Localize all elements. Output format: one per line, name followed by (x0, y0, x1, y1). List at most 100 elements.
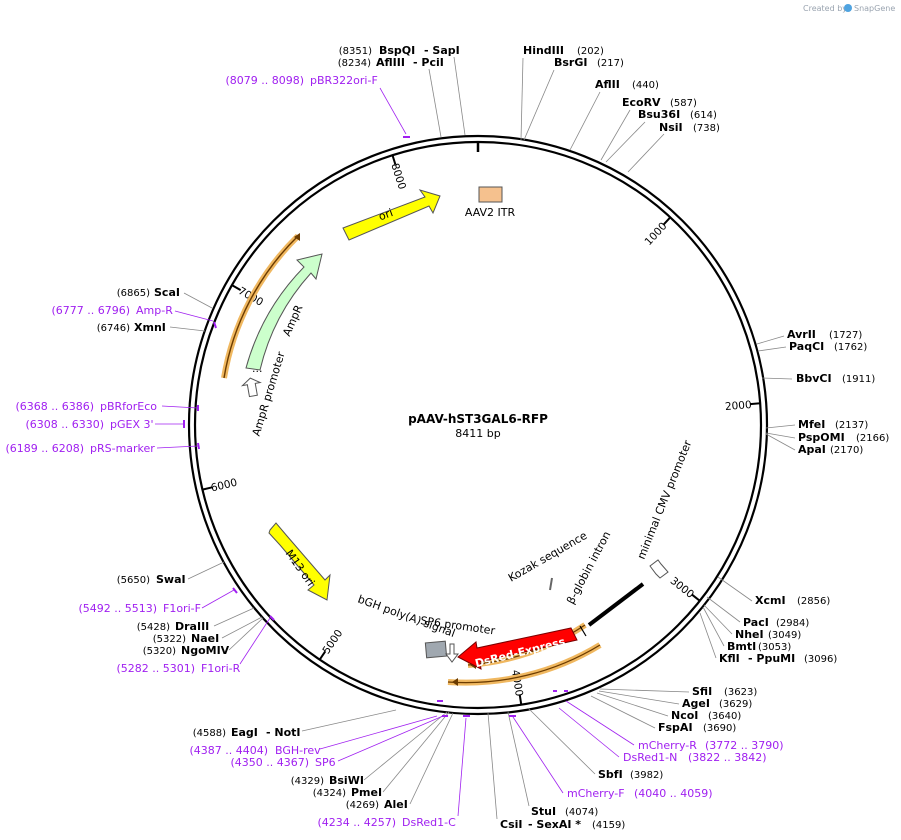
enzyme-leader (428, 68, 442, 138)
enzyme-pos: (614) (690, 110, 717, 121)
enzyme-name[interactable]: HindIII (523, 44, 564, 57)
enzyme-name[interactable]: BsrGI (554, 56, 587, 69)
enzyme-pos: (440) (632, 80, 659, 91)
enzyme-name[interactable]: AgeI (682, 697, 710, 710)
enzyme-leader (523, 69, 555, 141)
enzyme-name[interactable]: EcoRV (622, 96, 661, 109)
enzyme-name[interactable]: NcoI (671, 709, 698, 722)
tick-label: 8000 (388, 162, 408, 191)
credit-prefix: Created by (803, 4, 847, 13)
enzyme-name[interactable]: NaeI (191, 632, 219, 645)
tick-mark (518, 694, 523, 705)
enzyme-leader (627, 133, 665, 173)
enzyme-name[interactable]: BsiWI (329, 774, 364, 787)
enzyme-name[interactable]: FspAI (658, 721, 693, 734)
enzyme-extra[interactable]: - SexAI * (528, 818, 581, 831)
primer-name[interactable]: pBR322ori-F (310, 74, 378, 87)
primer-name[interactable]: DsRed1-N (623, 751, 677, 764)
enzyme-pos: (2170) (830, 445, 863, 456)
enzyme-name[interactable]: EagI (231, 726, 258, 739)
primer-leader (156, 445, 199, 449)
enzyme-name[interactable]: PspOMI (798, 431, 845, 444)
primer-name[interactable]: mCherry-F (567, 787, 625, 800)
enzyme-extra[interactable]: - PpuMI (748, 652, 795, 665)
enzyme-name[interactable]: AleI (384, 798, 408, 811)
tick-label: 5000 (320, 627, 345, 656)
enzyme-name[interactable]: BspQI (379, 44, 415, 57)
enzyme-name[interactable]: NheI (735, 628, 764, 641)
m13-ori-feature[interactable] (268, 522, 331, 601)
primer-name[interactable]: F1ori-F (163, 602, 201, 615)
enzyme-name[interactable]: PacI (743, 616, 769, 629)
primer-leader (457, 717, 467, 817)
kozak-feature[interactable] (549, 577, 553, 591)
primer-leader (558, 707, 620, 758)
primer-leader (337, 715, 444, 762)
tick-label: 2000 (725, 399, 753, 413)
tick-mark (662, 216, 672, 226)
primer-leader (161, 405, 199, 409)
enzyme-name[interactable]: KflI (719, 652, 740, 665)
tick-mark (231, 284, 242, 291)
minimal-cmv-promoter-feature[interactable] (649, 559, 669, 579)
enzyme-leader (409, 712, 454, 805)
enzyme-extra[interactable]: - PciI (413, 56, 444, 69)
enzyme-name[interactable]: BmtI (727, 640, 756, 653)
enzyme-leader (221, 616, 263, 639)
enzyme-name[interactable]: NsiI (659, 121, 683, 134)
enzyme-pos: (3629) (719, 699, 752, 710)
enzyme-name[interactable]: XmnI (134, 321, 166, 334)
tick-mark (691, 593, 701, 602)
enzyme-name[interactable]: ScaI (154, 286, 180, 299)
enzyme-leader (487, 712, 498, 820)
primer-name[interactable]: BGH-rev (275, 744, 321, 757)
enzyme-name[interactable]: PmeI (351, 786, 382, 799)
primer-name[interactable]: F1ori-R (201, 662, 241, 675)
primer-name[interactable]: mCherry-R (638, 739, 697, 752)
primer-mark (269, 615, 275, 621)
enzyme-pos: (1727) (829, 330, 862, 341)
enzyme-leader (757, 346, 787, 352)
ampr-feature[interactable] (245, 253, 323, 371)
dsred-express-feature[interactable] (457, 627, 578, 670)
enzyme-leader (520, 57, 524, 141)
enzyme-name[interactable]: Bsu36I (638, 108, 680, 121)
enzyme-name[interactable]: DraIII (175, 620, 209, 633)
enzyme-name[interactable]: XcmI (755, 594, 786, 607)
primer-name[interactable]: Amp-R (136, 304, 173, 317)
sp6-promoter-feature[interactable] (445, 643, 459, 663)
enzyme-pos: (4324) (313, 788, 346, 799)
beta-globin-intron-feature[interactable] (587, 582, 645, 627)
enzyme-name[interactable]: CsiI (500, 818, 522, 831)
enzyme-name[interactable]: SbfI (598, 768, 623, 781)
enzyme-name[interactable]: AvrII (787, 328, 816, 341)
enzyme-name[interactable]: ApaI (798, 443, 826, 456)
bgh-polya-feature[interactable] (424, 640, 448, 659)
enzyme-name[interactable]: BbvCI (796, 372, 832, 385)
enzyme-pos: (1762) (834, 342, 867, 353)
snapgene-logo-icon (844, 4, 852, 12)
enzyme-leader (703, 604, 733, 635)
enzyme-name[interactable]: SwaI (156, 573, 186, 586)
enzyme-name[interactable]: AflIII (376, 56, 405, 69)
enzyme-extra[interactable]: - SapI (424, 44, 460, 57)
enzyme-pos: (3690) (703, 723, 736, 734)
primer-name[interactable]: pBRforEco (100, 400, 157, 413)
primer-leader (565, 700, 635, 746)
enzyme-leader (169, 326, 206, 332)
primer-name[interactable]: pGEX 3' (110, 418, 154, 431)
primer-name[interactable]: SP6 (315, 756, 336, 769)
enzyme-pos: (6746) (97, 323, 130, 334)
enzyme-name[interactable]: MfeI (798, 418, 825, 431)
ori-feature[interactable] (342, 189, 441, 241)
enzyme-name[interactable]: StuI (531, 805, 556, 818)
enzyme-name[interactable]: SfiI (692, 685, 712, 698)
enzyme-name[interactable]: NgoMIV (181, 644, 230, 657)
enzyme-name[interactable]: AflII (595, 78, 620, 91)
primer-name[interactable]: DsRed1-C (402, 816, 456, 829)
primer-name[interactable]: pRS-marker (90, 442, 155, 455)
enzyme-extra[interactable]: - NotI (266, 726, 301, 739)
aav2-itr-feature[interactable] (478, 186, 503, 203)
enzyme-name[interactable]: PaqCI (789, 340, 824, 353)
ampr-promoter-feature[interactable] (240, 377, 262, 398)
